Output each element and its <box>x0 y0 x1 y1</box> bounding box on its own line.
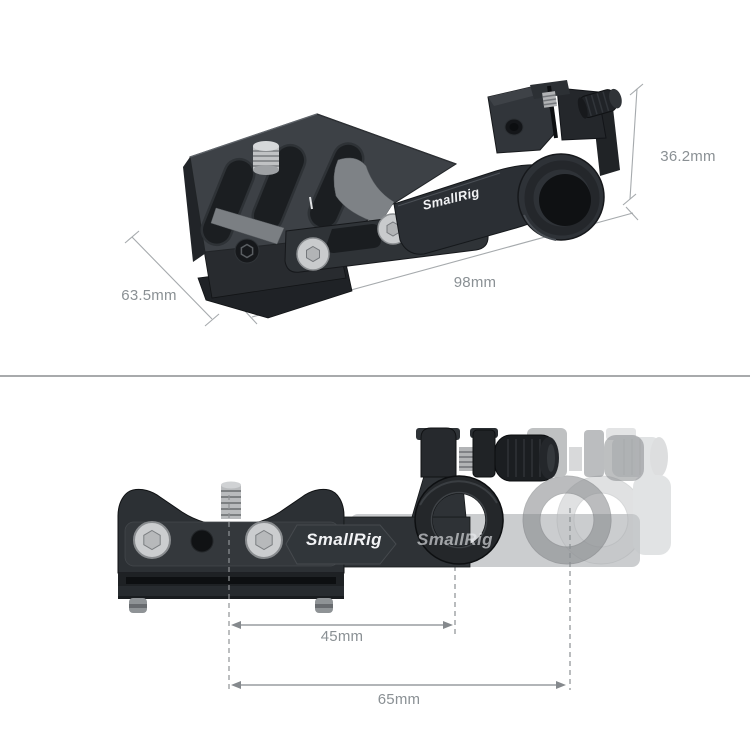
product-side-view <box>117 427 559 613</box>
dovetail-rail <box>118 573 344 599</box>
rod-clamp-ring <box>517 153 605 241</box>
thumbscrew <box>577 88 622 119</box>
dimension-label-width: 63.5mm <box>121 287 177 304</box>
dimension-arrow-65mm <box>231 681 566 689</box>
dimension-line-width <box>124 230 220 327</box>
bottom-view-panel <box>0 377 750 750</box>
mounting-screw-side <box>221 481 241 519</box>
bottom-view-render <box>117 427 671 693</box>
dimension-label-length: 98mm <box>453 274 497 291</box>
dimension-line-height <box>622 83 644 206</box>
top-view-panel <box>124 80 644 327</box>
mounting-screw <box>253 141 279 175</box>
smallrig-logo-side: SmallRig <box>306 530 382 549</box>
top-view-render <box>124 80 644 327</box>
side-thread-hole <box>234 238 260 264</box>
dimension-label-rod-offset-extended: 65mm <box>377 691 421 708</box>
rod-clamp-ring-side <box>414 475 504 565</box>
plate-side <box>117 488 345 574</box>
product-top-view <box>183 80 622 319</box>
hex-screw-right <box>245 521 283 559</box>
section-divider <box>0 375 750 377</box>
smallrig-logo-ghost: SmallRig <box>417 530 493 549</box>
dimension-label-rod-offset: 45mm <box>320 628 364 645</box>
stop-pins <box>129 598 333 613</box>
clamp-lip-left <box>210 207 285 245</box>
rod-clamp-side <box>416 427 559 482</box>
index-mark <box>309 196 313 210</box>
clamp-lip-right <box>333 157 395 225</box>
dimension-label-height: 36.2mm <box>660 148 716 165</box>
dimension-arrow-45mm <box>231 621 453 629</box>
hex-screw-left <box>133 521 171 559</box>
thread-hole-side <box>190 529 214 553</box>
